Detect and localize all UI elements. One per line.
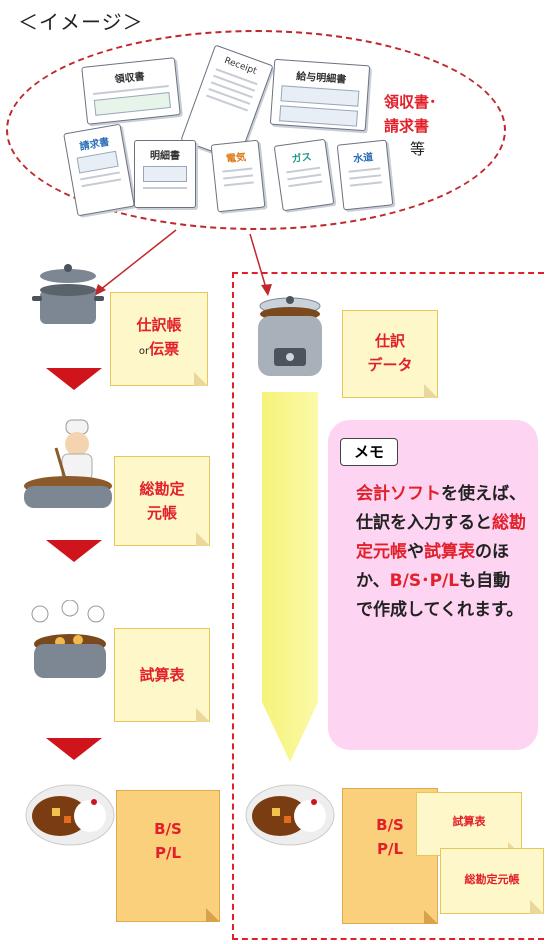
documents-label-suffix: 等 bbox=[410, 140, 426, 158]
curry-plate-icon bbox=[25, 784, 115, 846]
slow-cooker-icon bbox=[258, 296, 322, 376]
arrow-down-icon bbox=[46, 368, 102, 390]
documents-label: 領収書･ 請求書 bbox=[384, 93, 437, 135]
journal-note: 仕訳帳 or伝票 bbox=[110, 292, 208, 386]
connector-right bbox=[249, 233, 267, 289]
arrow-down-icon bbox=[46, 738, 102, 760]
auto-trial-balance-note: 試算表 bbox=[416, 792, 522, 856]
curry-plate-icon bbox=[245, 784, 335, 846]
journal-data-note: 仕訳 データ bbox=[342, 310, 438, 398]
connector-left bbox=[99, 229, 177, 291]
memo-tag: メモ bbox=[340, 438, 398, 466]
memo-text: 会計ソフトを使えば、仕訳を入力すると総勘定元帳や試算表のほか、B/S･P/Lも自… bbox=[356, 484, 526, 620]
arrow-down-icon bbox=[46, 540, 102, 562]
auto-ledger-note: 総勘定元帳 bbox=[440, 848, 544, 914]
documents-ellipse bbox=[6, 30, 506, 230]
page-title: ＜イメージ＞ bbox=[18, 10, 144, 34]
connector-left-head bbox=[94, 284, 106, 296]
cooking-chef-icon bbox=[24, 419, 112, 508]
ledger-note: 総勘定 元帳 bbox=[114, 456, 210, 546]
statement-document: 明細書 bbox=[134, 140, 196, 208]
memo-panel bbox=[328, 420, 538, 750]
empty-pot-icon bbox=[32, 264, 104, 324]
trial-balance-note: 試算表 bbox=[114, 628, 210, 722]
statement-title: 明細書 bbox=[150, 151, 180, 162]
financial-statements-note: B/S P/L bbox=[116, 790, 220, 922]
connector-right-head bbox=[261, 284, 272, 296]
steaming-pot-icon bbox=[31, 600, 106, 678]
connector-arrows bbox=[94, 229, 272, 296]
big-down-arrow-icon bbox=[262, 392, 318, 762]
software-flow-box bbox=[232, 272, 544, 940]
